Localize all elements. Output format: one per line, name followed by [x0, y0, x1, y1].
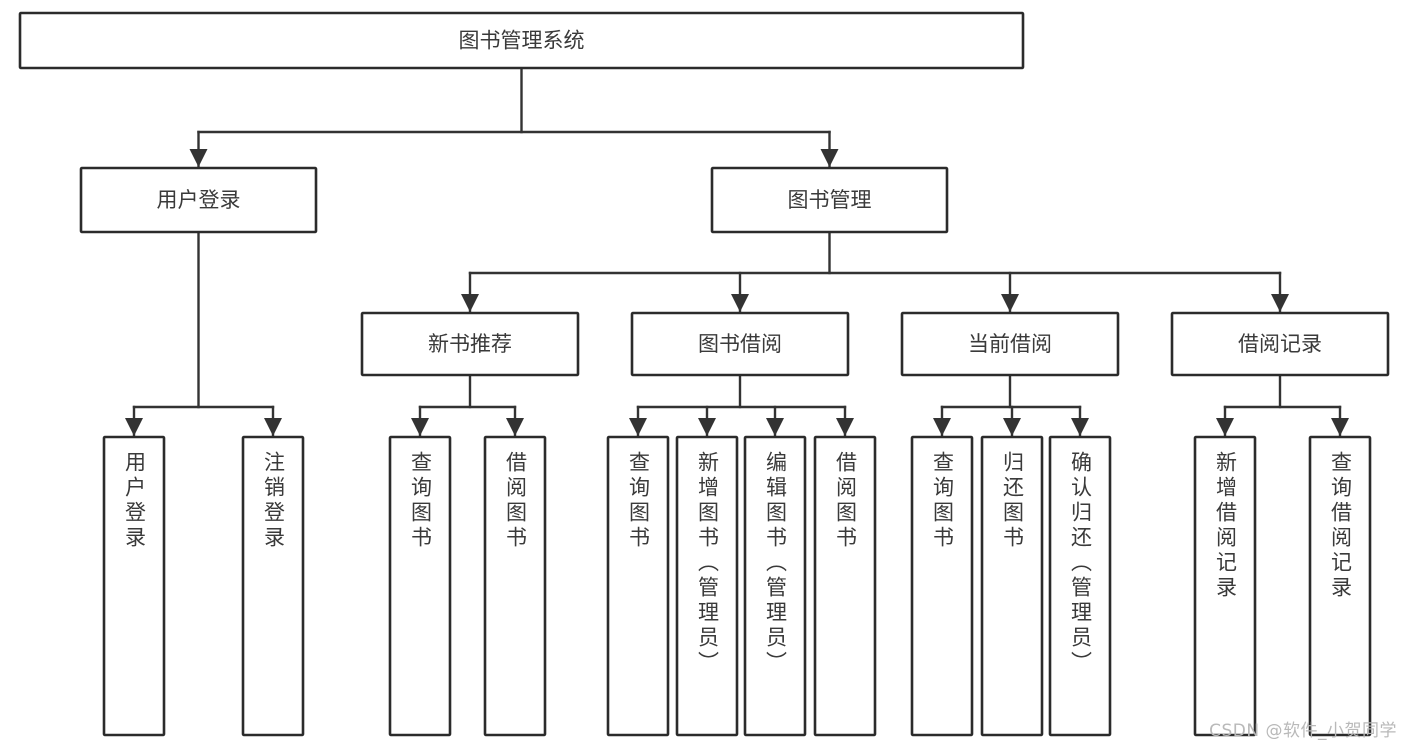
new-book-rec-box[interactable]	[360, 311, 580, 377]
leaf-add-record-box[interactable]	[1193, 435, 1257, 737]
borrow-record-box[interactable]	[1170, 311, 1390, 377]
leaf-add-book-box[interactable]	[675, 435, 739, 737]
csdn-watermark: CSDN @软件_小贺同学	[1209, 721, 1397, 741]
arrow-book-borrow	[731, 294, 749, 312]
user-login-box[interactable]	[79, 166, 318, 234]
root-node-label: 图书管理系统	[459, 29, 585, 53]
leaf-query-book-2-box[interactable]	[606, 435, 670, 737]
arrow-leaf-return-book	[1003, 418, 1021, 436]
node-box-layer	[18, 11, 1390, 737]
book-borrow-label: 图书借阅	[698, 332, 782, 356]
leaf-user-logout-box[interactable]	[241, 435, 305, 737]
book-manage-label: 图书管理	[788, 188, 872, 212]
arrow-leaf-borrow-book-1	[506, 418, 524, 436]
leaf-borrow-book-1-box[interactable]	[483, 435, 547, 737]
borrow-record-label: 借阅记录	[1238, 332, 1322, 356]
arrow-leaf-borrow-book-2	[836, 418, 854, 436]
arrow-user-login	[189, 149, 208, 167]
arrow-leaf-query-book-2	[629, 418, 647, 436]
arrow-leaf-user-login	[125, 418, 143, 436]
connector-layer	[125, 66, 1349, 437]
leaf-user-login-box[interactable]	[102, 435, 166, 737]
leaf-edit-book-box[interactable]	[743, 435, 807, 737]
leaf-query-book-1-box[interactable]	[388, 435, 452, 737]
new-book-rec-label: 新书推荐	[428, 332, 512, 356]
current-borrow-label: 当前借阅	[968, 332, 1052, 356]
arrow-leaf-query-book-3	[933, 418, 951, 436]
current-borrow-box[interactable]	[900, 311, 1120, 377]
root-node-box[interactable]	[18, 11, 1025, 70]
arrow-borrow-record	[1271, 294, 1289, 312]
leaf-query-record-box[interactable]	[1308, 435, 1372, 737]
arrow-book-manage	[820, 149, 839, 167]
leaf-confirm-return-box[interactable]	[1048, 435, 1112, 737]
arrow-leaf-query-book-1	[411, 418, 429, 436]
leaf-return-book-box[interactable]	[980, 435, 1044, 737]
arrow-leaf-confirm-return	[1071, 418, 1089, 436]
user-login-label: 用户登录	[157, 188, 241, 212]
arrow-leaf-add-book	[698, 418, 716, 436]
leaf-query-book-3-box[interactable]	[910, 435, 974, 737]
arrow-leaf-edit-book	[766, 418, 784, 436]
arrow-leaf-user-logout	[264, 418, 282, 436]
arrow-leaf-add-record	[1216, 418, 1234, 436]
book-borrow-box[interactable]	[630, 311, 850, 377]
arrow-current-borrow	[1001, 294, 1019, 312]
leaf-borrow-book-2-box[interactable]	[813, 435, 877, 737]
arrow-new-book-rec	[461, 294, 479, 312]
arrow-leaf-query-record	[1331, 418, 1349, 436]
book-manage-box[interactable]	[710, 166, 949, 234]
